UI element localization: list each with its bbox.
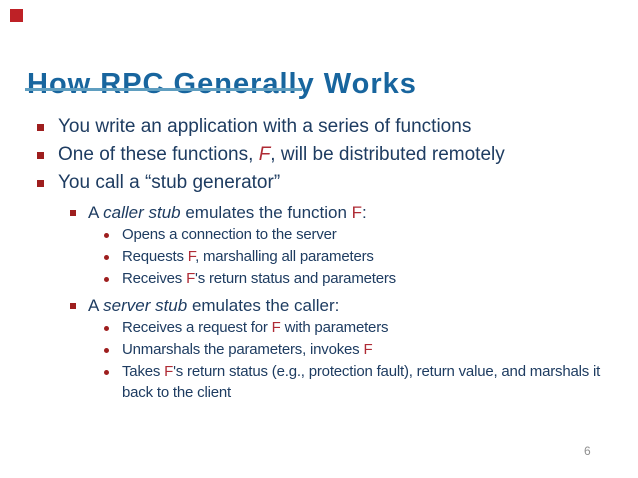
bullet-text: A caller stub emulates the function F:	[88, 203, 367, 222]
square-bullet-icon	[0, 295, 88, 309]
square-bullet-icon	[0, 141, 58, 159]
bullet-item: A server stub emulates the caller:	[0, 295, 628, 317]
bullet-text: Takes F's return status (e.g., protectio…	[122, 363, 601, 401]
slide-title: How RPC Generally Works	[27, 68, 417, 101]
round-bullet-icon	[0, 268, 122, 282]
bullet-list: You write an application with a series o…	[0, 113, 628, 403]
bullet-item: Requests F, marshalling all parameters	[0, 246, 628, 268]
round-bullet-icon	[0, 339, 122, 353]
bullet-item: Receives a request for F with parameters	[0, 317, 628, 339]
bullet-item: One of these functions, F, will be distr…	[0, 141, 628, 169]
bullet-item: Receives F's return status and parameter…	[0, 268, 628, 290]
page-number: 6	[584, 444, 591, 458]
bullet-item: A caller stub emulates the function F:	[0, 202, 628, 224]
bullet-text: A server stub emulates the caller:	[88, 296, 340, 315]
square-bullet-icon	[0, 202, 88, 216]
bullet-text: One of these functions, F, will be distr…	[58, 144, 505, 165]
bullet-text: You call a “stub generator”	[58, 172, 281, 193]
bullet-text: Requests F, marshalling all parameters	[122, 248, 374, 265]
corner-accent-square	[10, 9, 23, 22]
bullet-item: You write an application with a series o…	[0, 113, 628, 141]
round-bullet-icon	[0, 361, 122, 375]
bullet-item: You call a “stub generator”	[0, 169, 628, 197]
bullet-item: Opens a connection to the server	[0, 224, 628, 246]
bullet-text: Receives F's return status and parameter…	[122, 270, 396, 287]
round-bullet-icon	[0, 317, 122, 331]
square-bullet-icon	[0, 169, 58, 187]
bullet-text: Unmarshals the parameters, invokes F	[122, 341, 373, 358]
title-underline	[25, 88, 302, 91]
bullet-text: You write an application with a series o…	[58, 116, 472, 137]
square-bullet-icon	[0, 113, 58, 131]
bullet-text: Receives a request for F with parameters	[122, 319, 389, 336]
bullet-item: Unmarshals the parameters, invokes F	[0, 339, 628, 361]
round-bullet-icon	[0, 246, 122, 260]
bullet-item: Takes F's return status (e.g., protectio…	[0, 361, 628, 403]
bullet-text: Opens a connection to the server	[122, 226, 337, 243]
round-bullet-icon	[0, 224, 122, 238]
